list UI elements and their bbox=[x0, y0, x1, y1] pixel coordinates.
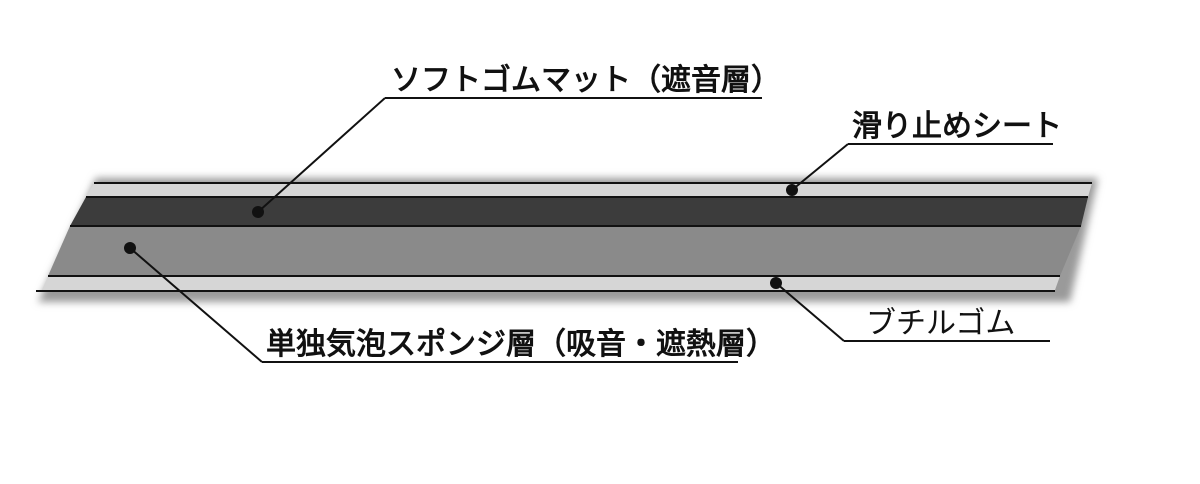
marker-dot-closed-cell-sponge bbox=[124, 242, 136, 254]
label-soft-rubber-mat: ソフトゴムマット（遮音層） bbox=[391, 63, 781, 98]
marker-dot-non-slip-sheet bbox=[786, 184, 798, 196]
label-non-slip-sheet: 滑り止めシート bbox=[852, 109, 1062, 144]
layer-soft-rubber-mat bbox=[70, 197, 1088, 226]
marker-dot-butyl-rubber bbox=[770, 277, 782, 289]
marker-dot-soft-rubber-mat bbox=[252, 206, 264, 218]
leader-line-non-slip-sheet bbox=[791, 143, 849, 191]
layer-butyl-rubber bbox=[42, 276, 1060, 290]
leader-line-closed-cell-sponge bbox=[129, 247, 263, 363]
label-butyl-rubber: ブチルゴム bbox=[866, 306, 1015, 341]
leader-line-soft-rubber-mat bbox=[257, 97, 386, 213]
leader-line-butyl-rubber bbox=[775, 282, 845, 342]
layer-closed-cell-sponge bbox=[48, 226, 1081, 276]
label-closed-cell-sponge: 単独気泡スポンジ層（吸音・遮熱層） bbox=[266, 327, 776, 362]
layer-non-slip-sheet bbox=[86, 183, 1092, 197]
